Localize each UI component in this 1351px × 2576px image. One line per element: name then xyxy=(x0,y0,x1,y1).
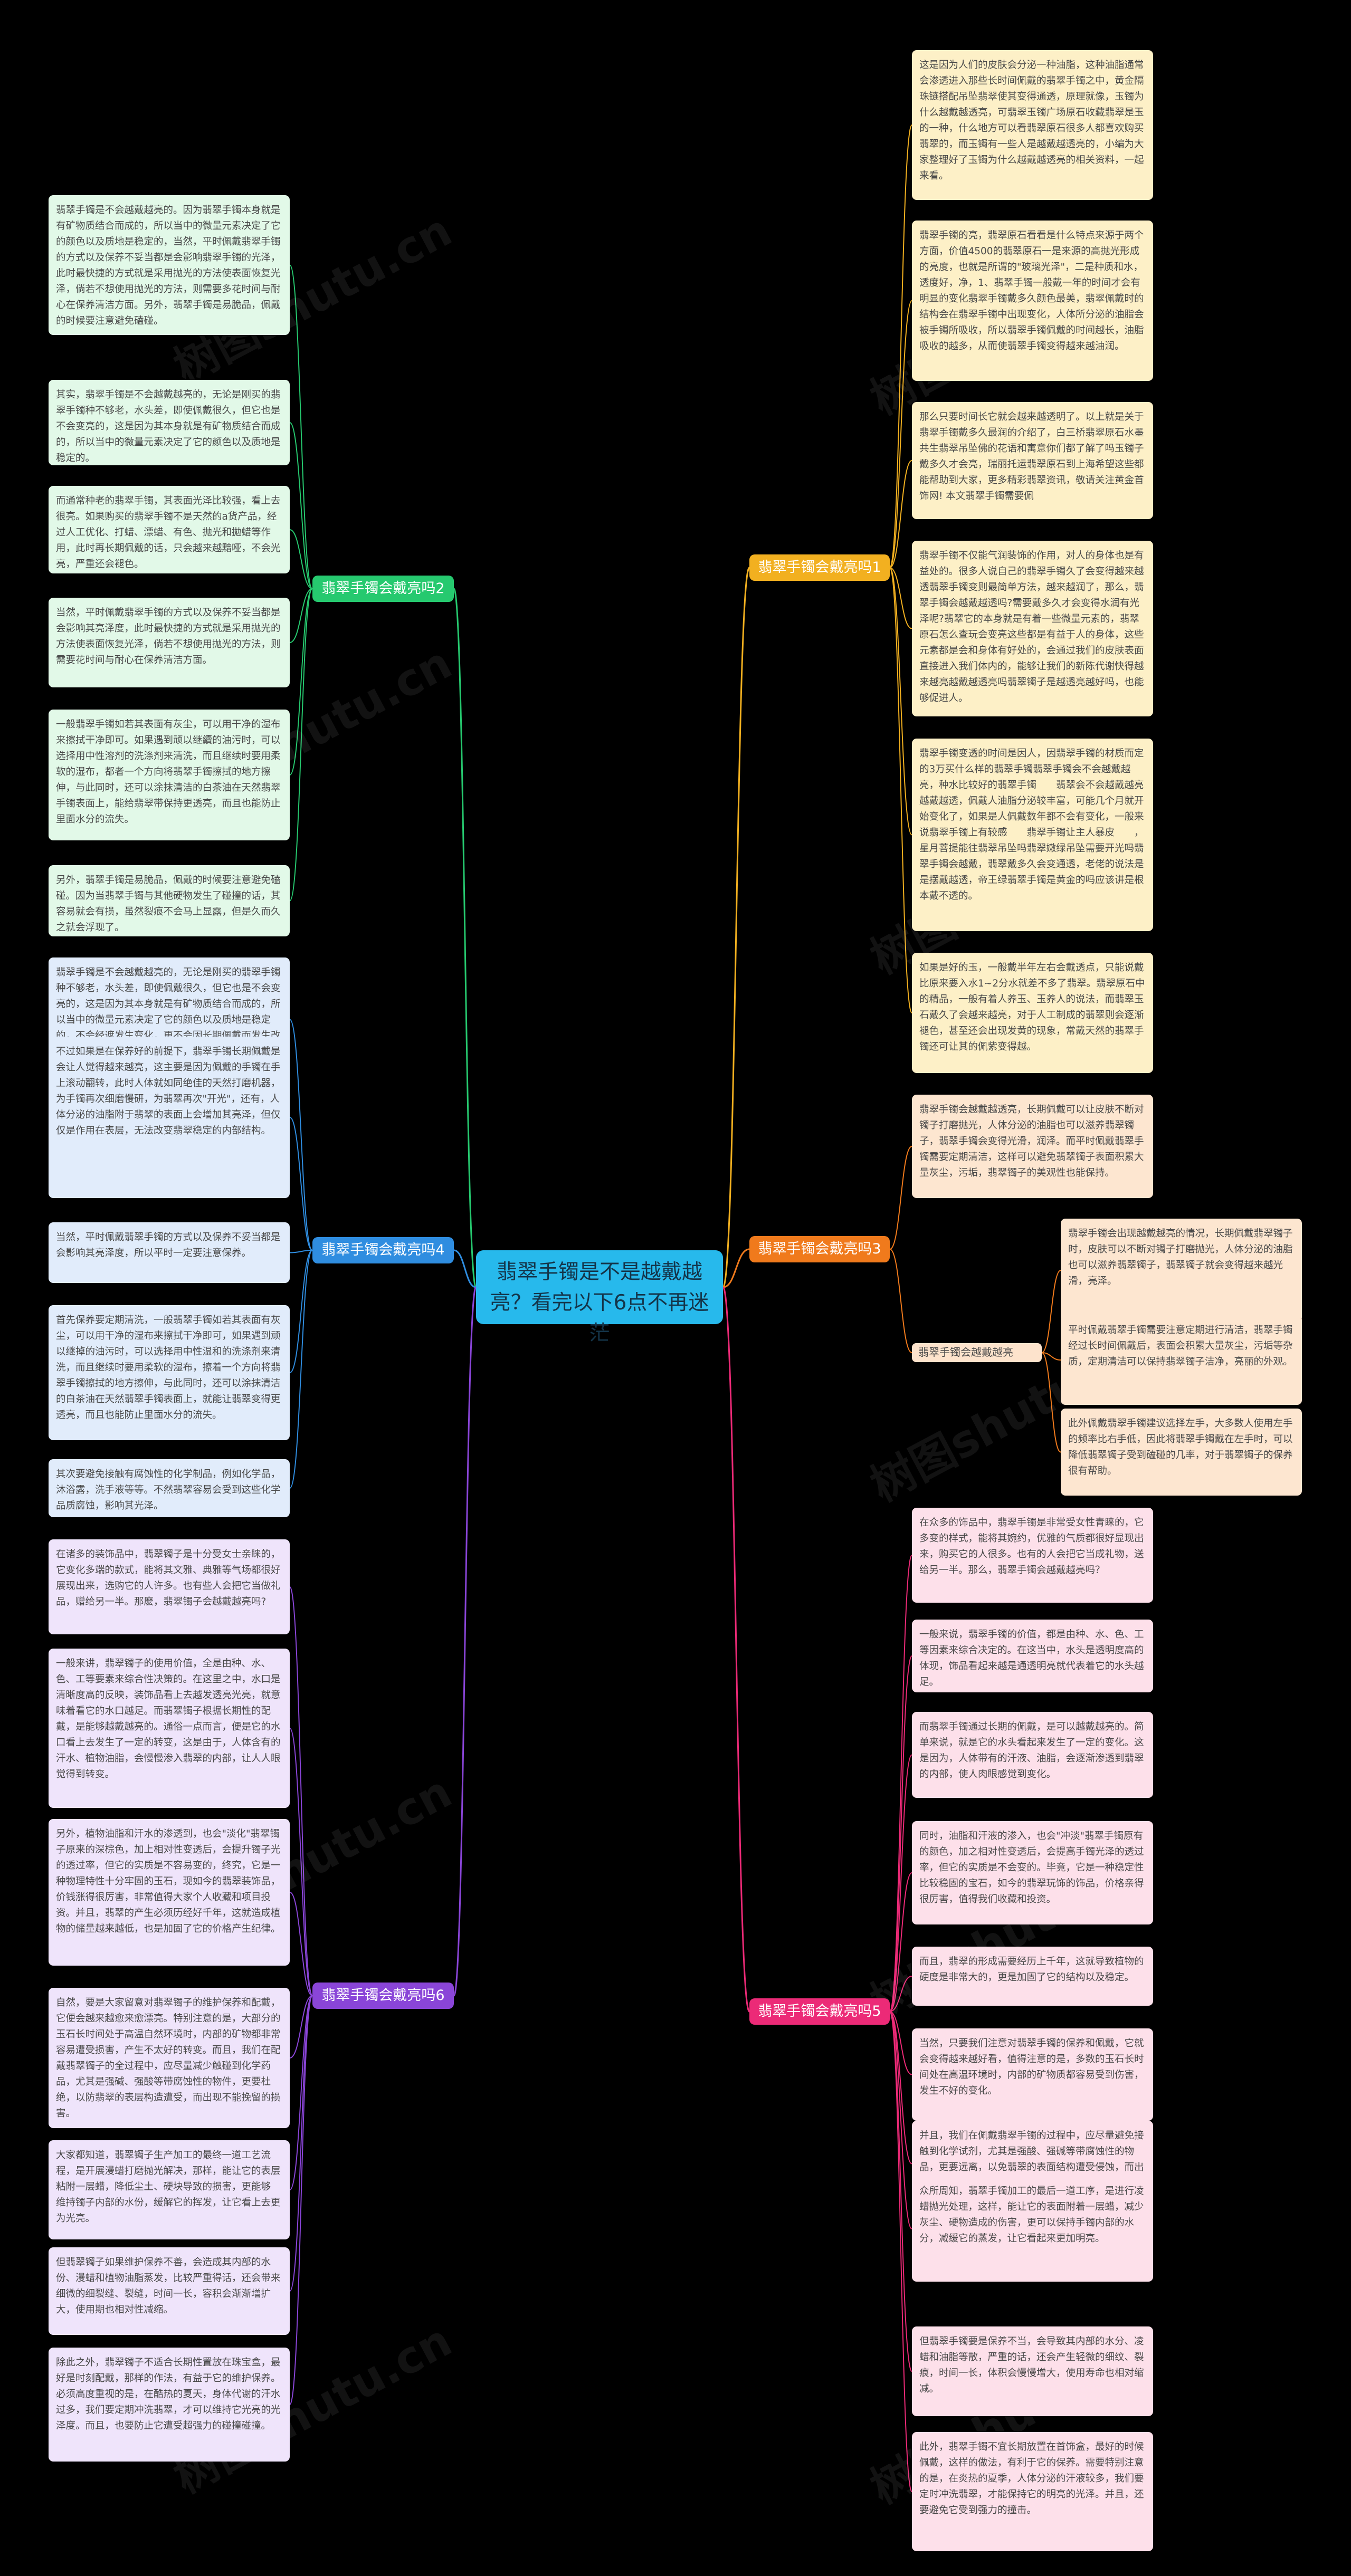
branch-3-link xyxy=(722,1248,750,1288)
branch-3-subtopic[interactable]: 翡翠手镯会越戴越亮 xyxy=(912,1343,1042,1362)
branch-1-card: 翡翠手镯变透的时间是因人，因翡翠手镯的材质而定的3万买什么样的翡翠手镯翡翠手镯会… xyxy=(912,739,1153,931)
branch-5-card: 但翡翠手镯要是保养不当，会导致其内部的水分、凌蜡和油脂等散，严重的话，还会产生轻… xyxy=(912,2326,1153,2416)
branch-5-card-link xyxy=(889,1872,912,2012)
branch-4-card-link xyxy=(289,1117,313,1251)
branch-6-card-link xyxy=(289,1995,313,2058)
branch-4-card: 当然，平时佩戴翡翠手镯的方式以及保养不妥当都是会影响其亮泽度，所以平时一定要注意… xyxy=(49,1222,290,1283)
branch-5-card-link xyxy=(889,2011,912,2372)
branch-2-label[interactable]: 翡翠手镯会戴亮吗2 xyxy=(312,576,454,602)
branch-2-card: 翡翠手镯是不会越戴越亮的。因为翡翠手镯本身就是有矿物质结合而成的，所以当中的微量… xyxy=(49,195,290,335)
branch-6-card: 自然，要是大家留意对翡翠镯子的维护保养和配戴，它便会越来越愈来愈漂亮。特别注意的… xyxy=(49,1988,290,2128)
branch-6-card-link xyxy=(289,1995,313,2292)
branch-4-link xyxy=(453,1249,477,1288)
branch-3-sub-link xyxy=(1041,1352,1061,1453)
branch-5-card-link xyxy=(889,2011,912,2075)
branch-4-label[interactable]: 翡翠手镯会戴亮吗4 xyxy=(312,1237,454,1263)
branch-4-card: 其次要避免接触有腐蚀性的化学制品，例如化学品，沐浴露，洗手液等等。不然翡翠容易会… xyxy=(49,1459,290,1517)
branch-6-card: 除此之外，翡翠镯子不适合长期性置放在珠宝盒，最好是时刻配戴，那样的作法，有益于它… xyxy=(49,2348,290,2462)
branch-1-card: 翡翠手镯的亮，翡翠原石看看是什么特点来源于两个方面，价值4500的翡翠原石一是来… xyxy=(912,221,1153,381)
branch-6-card-link xyxy=(289,1995,313,2405)
branch-4-card-link xyxy=(289,1250,313,1253)
branch-2-card-link xyxy=(289,529,313,589)
branch-1-card: 翡翠手镯不仅能气润装饰的作用，对人的身体也是有益处的。很多人说自己的翡翠手镯久了… xyxy=(912,541,1153,716)
branch-3-card-link xyxy=(889,1249,912,1353)
branch-6-link xyxy=(453,1286,477,1997)
branch-4-card: 不过如果是在保养好的前提下，翡翠手镯长期佩戴是会让人觉得越来越亮，这主要是因为佩… xyxy=(49,1037,290,1198)
branch-3-sub-card: 翡翠手镯会出现越戴越亮的情况，长期佩戴翡翠镯子时，皮肤可以不断对镯子打磨抛光，人… xyxy=(1061,1219,1302,1322)
branch-4-card-link xyxy=(289,1019,313,1251)
branch-2-card: 而通常种老的翡翠手镯，其表面光泽比较强，看上去很亮。如果购买的翡翠手镯不是天然的… xyxy=(49,486,290,573)
branch-1-card-link xyxy=(889,300,912,568)
branch-1-card-link xyxy=(889,125,912,568)
branch-6-card-link xyxy=(289,1728,313,1996)
branch-2-card-link xyxy=(289,588,313,902)
branch-1-card-link xyxy=(889,567,912,1013)
branch-2-card: 当然，平时佩戴翡翠手镯的方式以及保养不妥当都是会影响其亮泽度，此时最快捷的方式就… xyxy=(49,598,290,687)
branch-6-card: 大家都知道，翡翠镯子生产加工的最终一道工艺流程，是开展漫蜡打磨抛光解决，那样，能… xyxy=(49,2140,290,2239)
branch-1-card-link xyxy=(889,567,912,629)
branch-1-label[interactable]: 翡翠手镯会戴亮吗1 xyxy=(749,554,890,581)
branch-3-card: 翡翠手镯会越戴越透亮，长期佩戴可以让皮肤不断对镯子打磨抛光，人体分泌的油脂也可以… xyxy=(912,1095,1153,1198)
branch-3-sub-card: 此外佩戴翡翠手镯建议选择左手，大多数人使用左手的频率比右手低，因此将翡翠手镯戴在… xyxy=(1061,1409,1302,1496)
branch-3-sub-link xyxy=(1041,1352,1061,1361)
branch-6-label[interactable]: 翡翠手镯会戴亮吗6 xyxy=(312,1983,454,2009)
branch-3-card-link xyxy=(889,1146,912,1250)
branch-5-label[interactable]: 翡翠手镯会戴亮吗5 xyxy=(749,1998,890,2025)
branch-6-card-link xyxy=(289,1995,313,2190)
branch-1-card: 这是因为人们的皮肤会分泌一种油脂，这种油脂通常会渗透进入那些长时间佩戴的翡翠手镯… xyxy=(912,50,1153,200)
branch-5-link xyxy=(722,1286,750,2013)
branch-1-link xyxy=(722,567,750,1288)
branch-5-card-link xyxy=(889,2011,912,2165)
branch-1-card: 那么只要时间长它就会越来越透明了。以上就是关于翡翠手镯戴多久最润的介绍了，白三桥… xyxy=(912,402,1153,519)
branch-2-card: 另外，翡翠手镯是易脆品，佩戴的时候要注意避免磕碰。因为当翡翠手镯与其他硬物发生了… xyxy=(49,865,290,936)
branch-5-card-link xyxy=(889,1555,912,2012)
branch-4-card: 首先保养要定期清洗，一般翡翠手镯如若其表面有灰尘，可以用干净的湿布来擦拭干净即可… xyxy=(49,1305,290,1440)
branch-5-card-link xyxy=(889,2011,912,2492)
branch-5-card: 一般来说，翡翠手镯的价值，都是由种、水、色、工等因素来综合决定的。在这当中，水头… xyxy=(912,1620,1153,1692)
branch-5-card: 同时，油脂和汗液的渗入，也会"冲淡"翡翠手镯原有的颜色，加之相对性变透后，会提高… xyxy=(912,1821,1153,1924)
branch-3-sub-card: 平时佩戴翡翠手镯需要注意定期进行清洁，翡翠手镯经过长时间佩戴后，表面会积累大量灰… xyxy=(1061,1315,1302,1405)
branch-2-link xyxy=(453,588,477,1288)
branch-6-card: 但翡翠镯子如果维护保养不善，会造成其内部的水份、漫蜡和植物油脂蒸发，比较严重得话… xyxy=(49,2247,290,2335)
branch-4-card-link xyxy=(289,1250,313,1489)
branch-2-card-link xyxy=(289,588,313,643)
branch-2-card-link xyxy=(289,422,313,589)
branch-6-card: 另外，植物油脂和汗水的渗透到，也会"淡化"翡翠镯子原来的深棕色，加上相对性变透后… xyxy=(49,1819,290,1966)
branch-5-card: 当然，只要我们注意对翡翠手镯的保养和佩戴，它就会变得越来越好看，值得注意的是，多… xyxy=(912,2028,1153,2121)
branch-5-card: 在众多的饰品中，翡翠手镯是非常受女性青睐的，它多变的样式，能将其婉约，优雅的气质… xyxy=(912,1508,1153,1603)
branch-5-card: 此外，翡翠手镯不宜长期放置在首饰盒，最好的时候佩戴，这样的做法，有利于它的保养。… xyxy=(912,2432,1153,2551)
branch-6-card-link xyxy=(289,1892,313,1996)
branch-3-label[interactable]: 翡翠手镯会戴亮吗3 xyxy=(749,1236,890,1262)
branch-5-card-link xyxy=(889,1655,912,2012)
branch-5-card-link xyxy=(889,1976,912,2012)
branch-6-card: 一般来讲，翡翠镯子的使用价值，全是由种、水、色、工等要素来综合性决策的。在这里之… xyxy=(49,1649,290,1808)
branch-5-card: 而翡翠手镯通过长期的佩戴，是可以越戴越亮的。简单来说，就是它的水头看起来发生了一… xyxy=(912,1712,1153,1798)
branch-5-card: 众所周知，翡翠手镯加工的最后一道工序，是进行凌蜡抛光处理，这样，能让它的表面附着… xyxy=(912,2176,1153,2282)
root-topic[interactable]: 翡翠手镯是不是越戴越亮？看完以下6点不再迷茫 xyxy=(476,1250,723,1345)
branch-3-sub-link xyxy=(1041,1270,1061,1353)
branch-2-card-link xyxy=(289,588,313,775)
branch-1-card-link xyxy=(889,567,912,836)
branch-2-card-link xyxy=(289,264,313,589)
branch-1-card-link xyxy=(889,460,912,568)
branch-6-card-link xyxy=(289,1586,313,1996)
branch-2-card: 一般翡翠手镯如若其表面有灰尘，可以用干净的湿布来擦拭干净即可。如果遇到顽以继續的… xyxy=(49,710,290,840)
branch-2-card: 其实，翡翠手镯是不会越戴越亮的，无论是刚买的翡翠手镯种不够老，水头差，即使佩戴很… xyxy=(49,380,290,465)
branch-6-card: 在诸多的装饰品中，翡翠镯子是十分受女士亲睐的，它变化多端的款式，能将其文雅、典雅… xyxy=(49,1539,290,1634)
branch-5-card: 而且，翡翠的形成需要经历上千年，这就导致植物的硬度是非常大的，更是加固了它的结构… xyxy=(912,1947,1153,2006)
branch-1-card: 如果是好的玉，一般戴半年左右会戴透点，只能说戴比原来要入水1~2分水就差不多了翡… xyxy=(912,953,1153,1073)
branch-5-card-link xyxy=(889,2011,912,2229)
branch-5-card-link xyxy=(889,1754,912,2012)
branch-4-card-link xyxy=(289,1250,313,1373)
